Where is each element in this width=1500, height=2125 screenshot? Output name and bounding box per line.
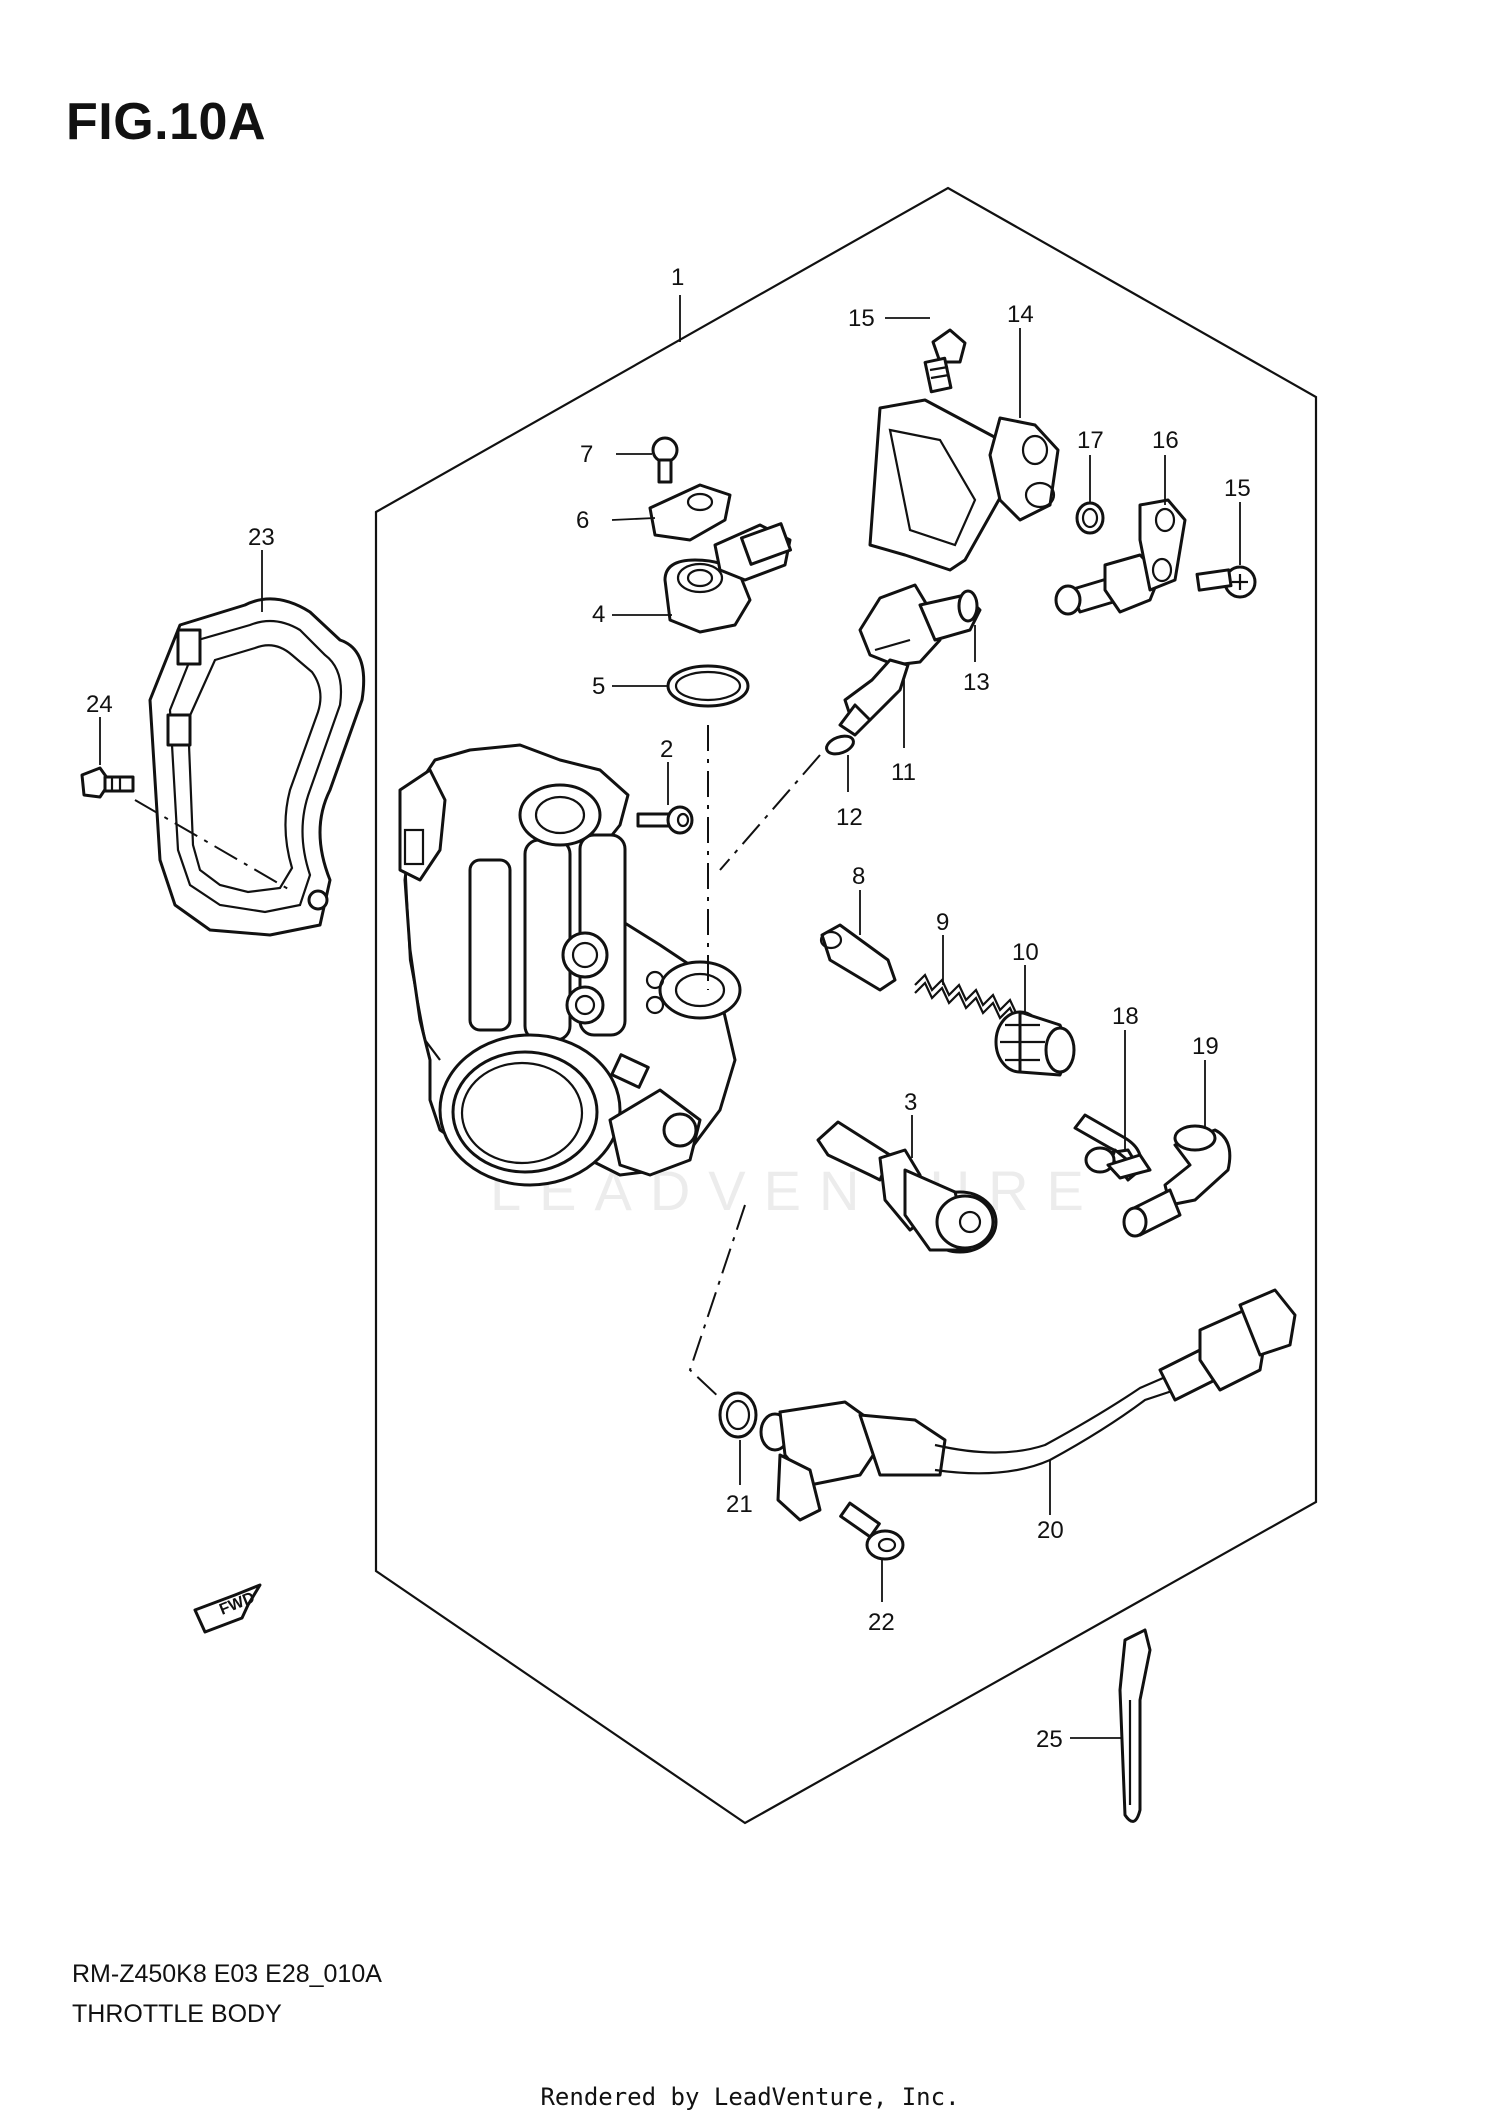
callout-13: 13 [963, 669, 990, 696]
callout-1: 1 [671, 264, 684, 291]
part-14-delivery-pipe-bracket[interactable] [868, 398, 1060, 572]
leader-11-dashed [719, 754, 821, 871]
callout-16: 16 [1152, 427, 1179, 454]
callout-23: 23 [248, 524, 275, 551]
callout-18: 18 [1112, 1003, 1139, 1030]
callout-14: 14 [1007, 301, 1034, 328]
part-13-o-ring[interactable] [957, 589, 979, 623]
model-code: RM-Z450K8 E03 E28_010A [72, 1960, 382, 1988]
callout-8: 8 [852, 863, 865, 890]
callout-15-right: 15 [1224, 475, 1251, 502]
callout-25: 25 [1036, 1726, 1063, 1753]
part-20-sensor-harness[interactable] [759, 1288, 1297, 1522]
part-25-cable-tie[interactable] [1118, 1628, 1152, 1823]
callout-22: 22 [868, 1609, 895, 1636]
part-10-adjuster-nut[interactable] [994, 1010, 1076, 1077]
callout-7: 7 [580, 441, 593, 468]
fwd-direction-arrow: FWD [193, 1583, 262, 1634]
callout-2: 2 [660, 736, 673, 763]
part-7-screw[interactable] [651, 436, 679, 484]
leader-24-dashed [134, 799, 291, 891]
figure-title: FIG.10A [66, 93, 266, 151]
callout-17: 17 [1077, 427, 1104, 454]
callout-20: 20 [1037, 1517, 1064, 1544]
callout-21: 21 [726, 1491, 753, 1518]
callout-9: 9 [936, 909, 949, 936]
callout-4: 4 [592, 601, 605, 628]
callout-6: 6 [576, 507, 589, 534]
throttle-body-housing[interactable] [398, 743, 742, 1187]
part-5-o-ring[interactable] [666, 664, 750, 708]
callout-24: 24 [86, 691, 113, 718]
part-18-hose[interactable] [1073, 1113, 1152, 1182]
callout-10: 10 [1012, 939, 1039, 966]
part-19-elbow-hose[interactable] [1122, 1124, 1232, 1238]
part-12-o-ring[interactable] [824, 733, 856, 758]
callout-5: 5 [592, 673, 605, 700]
callout-3: 3 [904, 1089, 917, 1116]
part-6-bracket[interactable] [648, 483, 732, 542]
callout-numbers: 1 2 3 4 5 6 7 8 9 10 11 12 13 14 15 15 1… [86, 264, 1251, 1753]
callout-19: 19 [1192, 1033, 1219, 1060]
callout-15-upper: 15 [848, 305, 875, 332]
callout-leaders [99, 295, 1241, 1739]
part-2-screw[interactable] [636, 805, 694, 835]
part-15-bolt-right[interactable] [1195, 565, 1257, 599]
part-22-screw[interactable] [839, 1501, 905, 1561]
part-15-bolt-upper[interactable] [923, 328, 967, 394]
part-3-idle-adjuster[interactable] [816, 1120, 998, 1254]
part-24-bolt[interactable] [80, 766, 135, 799]
part-4-throttle-position-sensor[interactable] [663, 522, 793, 634]
callout-11: 11 [891, 759, 916, 786]
leader-20-dashed [688, 1204, 746, 1401]
assembly-outline [374, 186, 1318, 1825]
callout-12: 12 [836, 804, 863, 831]
section-title: THROTTLE BODY [72, 2000, 282, 2028]
part-21-o-ring[interactable] [718, 1391, 758, 1439]
part-17-o-ring[interactable] [1075, 501, 1105, 535]
part-16-fuel-fitting[interactable] [1054, 498, 1187, 616]
part-9-spring[interactable] [914, 973, 1018, 1024]
part-8-plunger[interactable] [819, 923, 897, 992]
footer-credit: Rendered by LeadVenture, Inc. [540, 2083, 960, 2111]
part-23-cover-gasket[interactable] [148, 597, 366, 937]
